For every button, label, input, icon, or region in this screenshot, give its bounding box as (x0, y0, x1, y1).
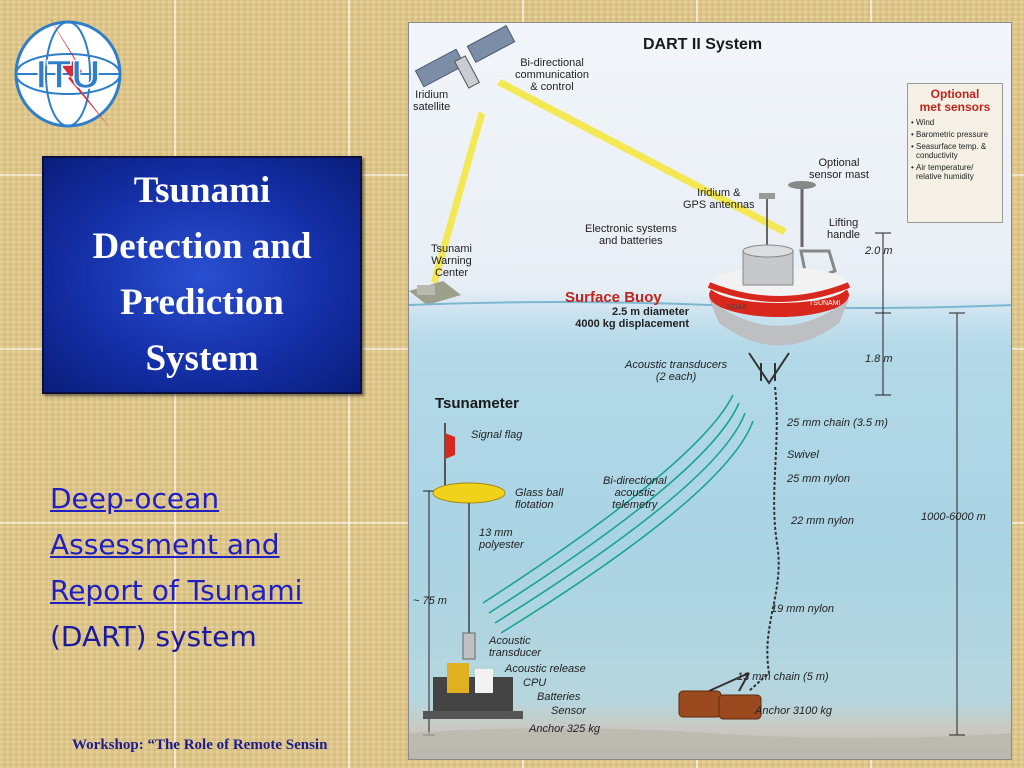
label-sensor: Sensor (551, 705, 586, 717)
itu-logo: ITU (14, 12, 122, 128)
satellite-beam-left (431, 111, 485, 285)
dart-diagram: NOAA TSUNAMI (408, 22, 1012, 760)
label-depth-75: ~ 75 m (413, 595, 447, 607)
buoy-anchor (678, 672, 762, 720)
warning-center-icon (409, 281, 461, 305)
diagram-title: DART II System (643, 36, 763, 53)
buoy-mark-left: NOAA (727, 304, 747, 311)
tsunameter-float (432, 423, 506, 660)
seafloor (409, 728, 1011, 759)
met-sensor-item: Wind (911, 118, 998, 127)
acoustic-waves (482, 394, 754, 634)
tsunameter-title: Tsunameter (435, 395, 519, 412)
label-chain-25: 25 mm chain (3.5 m) (787, 417, 888, 429)
surface-buoy: NOAA TSUNAMI (707, 244, 851, 385)
diagram-graphics: NOAA TSUNAMI (409, 25, 1011, 759)
met-sensor-item: Air temperature/ relative humidity (911, 163, 998, 181)
surface-buoy-name: Surface Buoy (565, 289, 662, 306)
dimension-lines (423, 232, 965, 736)
label-anchor-3100: Anchor 3100 kg (755, 705, 833, 717)
buoy-mast (759, 181, 837, 283)
label-dim-2m: 2.0 m (865, 245, 893, 257)
label-swivel: Swivel (787, 449, 819, 461)
label-nylon-19: 19 mm nylon (771, 603, 834, 615)
label-acoustic-transducers: Acoustic transducers(2 each) (625, 359, 728, 383)
dart-link-line-3: Report of Tsunami (50, 574, 303, 607)
label-nylon-25: 25 mm nylon (787, 473, 850, 485)
label-chain-13: 13 mm chain (5 m) (737, 671, 829, 683)
label-antennas: Iridium &GPS antennas (683, 187, 755, 211)
dart-suffix: (DART) system (50, 620, 257, 653)
tsunameter-package (423, 663, 523, 719)
label-dim-1-8m: 1.8 m (865, 353, 893, 365)
dart-link-line-1: Deep-ocean (50, 482, 220, 515)
satellite-icon (414, 25, 516, 89)
mooring-line (748, 386, 780, 692)
buoy-mark-right: TSUNAMI (809, 300, 841, 307)
label-anchor-325: Anchor 325 kg (529, 723, 600, 735)
label-signal-flag: Signal flag (471, 429, 523, 441)
dart-link-line-2: Assessment and (50, 528, 280, 561)
slide-title: Tsunami Detection and Prediction System (92, 170, 312, 379)
satellite-beam-right (497, 79, 787, 235)
title-box: Tsunami Detection and Prediction System (42, 156, 362, 394)
label-nylon-22: 22 mm nylon (791, 515, 854, 527)
label-cpu: CPU (523, 677, 547, 689)
label-acoustic-release: Acoustic release (505, 663, 586, 675)
label-depth-range: 1000-6000 m (921, 511, 986, 523)
met-sensor-item: Seasurface temp. & conductivity (911, 142, 998, 160)
sea-surface (409, 301, 1011, 309)
logo-text: ITU (36, 53, 100, 97)
label-batteries: Batteries (537, 691, 581, 703)
met-sensor-item: Barometric pressure (911, 130, 998, 139)
footer-text: Workshop: “The Role of Remote Sensin (72, 737, 328, 753)
